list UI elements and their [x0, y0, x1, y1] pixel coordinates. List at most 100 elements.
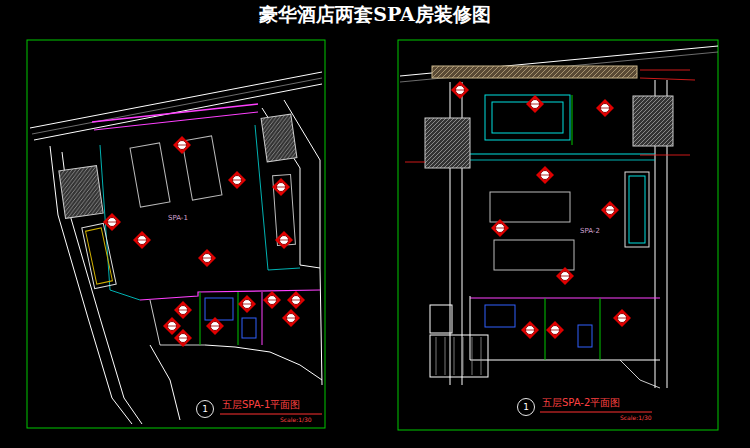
- partition-wall: [92, 104, 258, 122]
- callout-divider: [541, 175, 550, 176]
- callout-diamond: [174, 301, 192, 319]
- callout-circle: [138, 236, 147, 245]
- callout-divider: [456, 90, 465, 91]
- callout-circle: [203, 254, 212, 263]
- callout-divider: [292, 300, 301, 301]
- hatched-column: [261, 114, 297, 162]
- callout-divider: [108, 222, 117, 223]
- callout-symbol: [613, 309, 631, 327]
- callout-circle: [233, 176, 242, 185]
- callout-divider: [178, 145, 187, 146]
- corridor-line: [150, 345, 180, 420]
- partition-wall: [462, 153, 655, 154]
- callout-diamond: [596, 99, 614, 117]
- callout-diamond: [173, 136, 191, 154]
- callout-diamond: [613, 309, 631, 327]
- outer-wall: [262, 108, 300, 265]
- leader-line: [640, 155, 690, 156]
- leader-line: [640, 70, 690, 71]
- callout-circle: [179, 334, 188, 343]
- stair-tread: [445, 337, 446, 375]
- sheet-frame: [27, 40, 325, 428]
- callout-circle: [456, 86, 465, 95]
- callout-diamond: [272, 178, 290, 196]
- callout-symbol: [103, 213, 121, 231]
- callout-diamond: [133, 231, 151, 249]
- callout-divider: [606, 210, 615, 211]
- street-line: [400, 52, 718, 82]
- callout-circle: [243, 300, 252, 309]
- callout-symbol: [272, 178, 290, 196]
- callout-divider: [233, 180, 242, 181]
- stair-box: [430, 335, 488, 377]
- callout-symbol: [263, 291, 281, 309]
- partition-wall: [470, 297, 660, 298]
- callout-divider: [280, 240, 289, 241]
- callout-circle: [526, 326, 535, 335]
- callout-symbol: [601, 201, 619, 219]
- callout-divider: [211, 326, 220, 327]
- callout-circle: [541, 171, 550, 180]
- callout-circle: [561, 272, 570, 281]
- plan-number: 1: [523, 403, 529, 412]
- callout-symbol: [546, 321, 564, 339]
- partition-wall: [200, 292, 201, 345]
- callout-symbol: [556, 267, 574, 285]
- stair-tread: [472, 337, 473, 375]
- partition-wall: [462, 160, 655, 161]
- partition-wall: [572, 95, 573, 145]
- callout-symbol: [228, 171, 246, 189]
- callout-divider: [496, 228, 505, 229]
- callout-diamond: [601, 201, 619, 219]
- plan-number: 1: [202, 405, 208, 414]
- callout-symbol: [521, 321, 539, 339]
- partition-wall: [262, 292, 263, 345]
- callout-circle: [601, 104, 610, 113]
- callout-symbol: [238, 295, 256, 313]
- door-swing: [620, 360, 660, 388]
- callout-divider: [287, 318, 296, 319]
- sofa-cushion: [629, 176, 645, 243]
- spa-bed: [130, 143, 170, 207]
- callout-diamond: [275, 231, 293, 249]
- callout-diamond: [451, 81, 469, 99]
- hatched-column: [425, 118, 470, 168]
- hatched-column: [59, 166, 103, 219]
- callout-symbol: [275, 231, 293, 249]
- callout-diamond: [491, 219, 509, 237]
- callout-divider: [526, 330, 535, 331]
- callout-symbol: [198, 249, 216, 267]
- plan-number-circle: 1: [196, 400, 214, 418]
- callout-symbol: [491, 219, 509, 237]
- callout-circle: [277, 183, 286, 192]
- callout-symbol: [163, 317, 181, 335]
- room-label: SPA-1: [168, 214, 188, 222]
- callout-diamond: [103, 213, 121, 231]
- callout-diamond: [556, 267, 574, 285]
- toilet: [242, 318, 256, 338]
- callout-divider: [138, 240, 147, 241]
- spa-bed: [494, 240, 574, 270]
- sofa: [625, 172, 649, 247]
- callout-symbol: [133, 231, 151, 249]
- callout-divider: [179, 310, 188, 311]
- leader-line: [640, 78, 695, 80]
- callout-circle: [531, 100, 540, 109]
- callout-diamond: [228, 171, 246, 189]
- callout-circle: [606, 206, 615, 215]
- callout-circle: [280, 236, 289, 245]
- partition-wall: [238, 292, 239, 345]
- partition-wall: [94, 112, 258, 130]
- callout-diamond: [521, 321, 539, 339]
- bath-pool-inner: [492, 102, 563, 133]
- washbasin: [485, 305, 515, 327]
- plan-number-circle: 1: [517, 398, 535, 416]
- scale-note: Scale:1/30: [280, 417, 312, 424]
- callout-divider: [551, 330, 560, 331]
- callout-circle: [211, 322, 220, 331]
- callout-divider: [561, 276, 570, 277]
- callout-divider: [277, 187, 286, 188]
- callout-symbol: [282, 309, 300, 327]
- corridor-line: [205, 345, 322, 380]
